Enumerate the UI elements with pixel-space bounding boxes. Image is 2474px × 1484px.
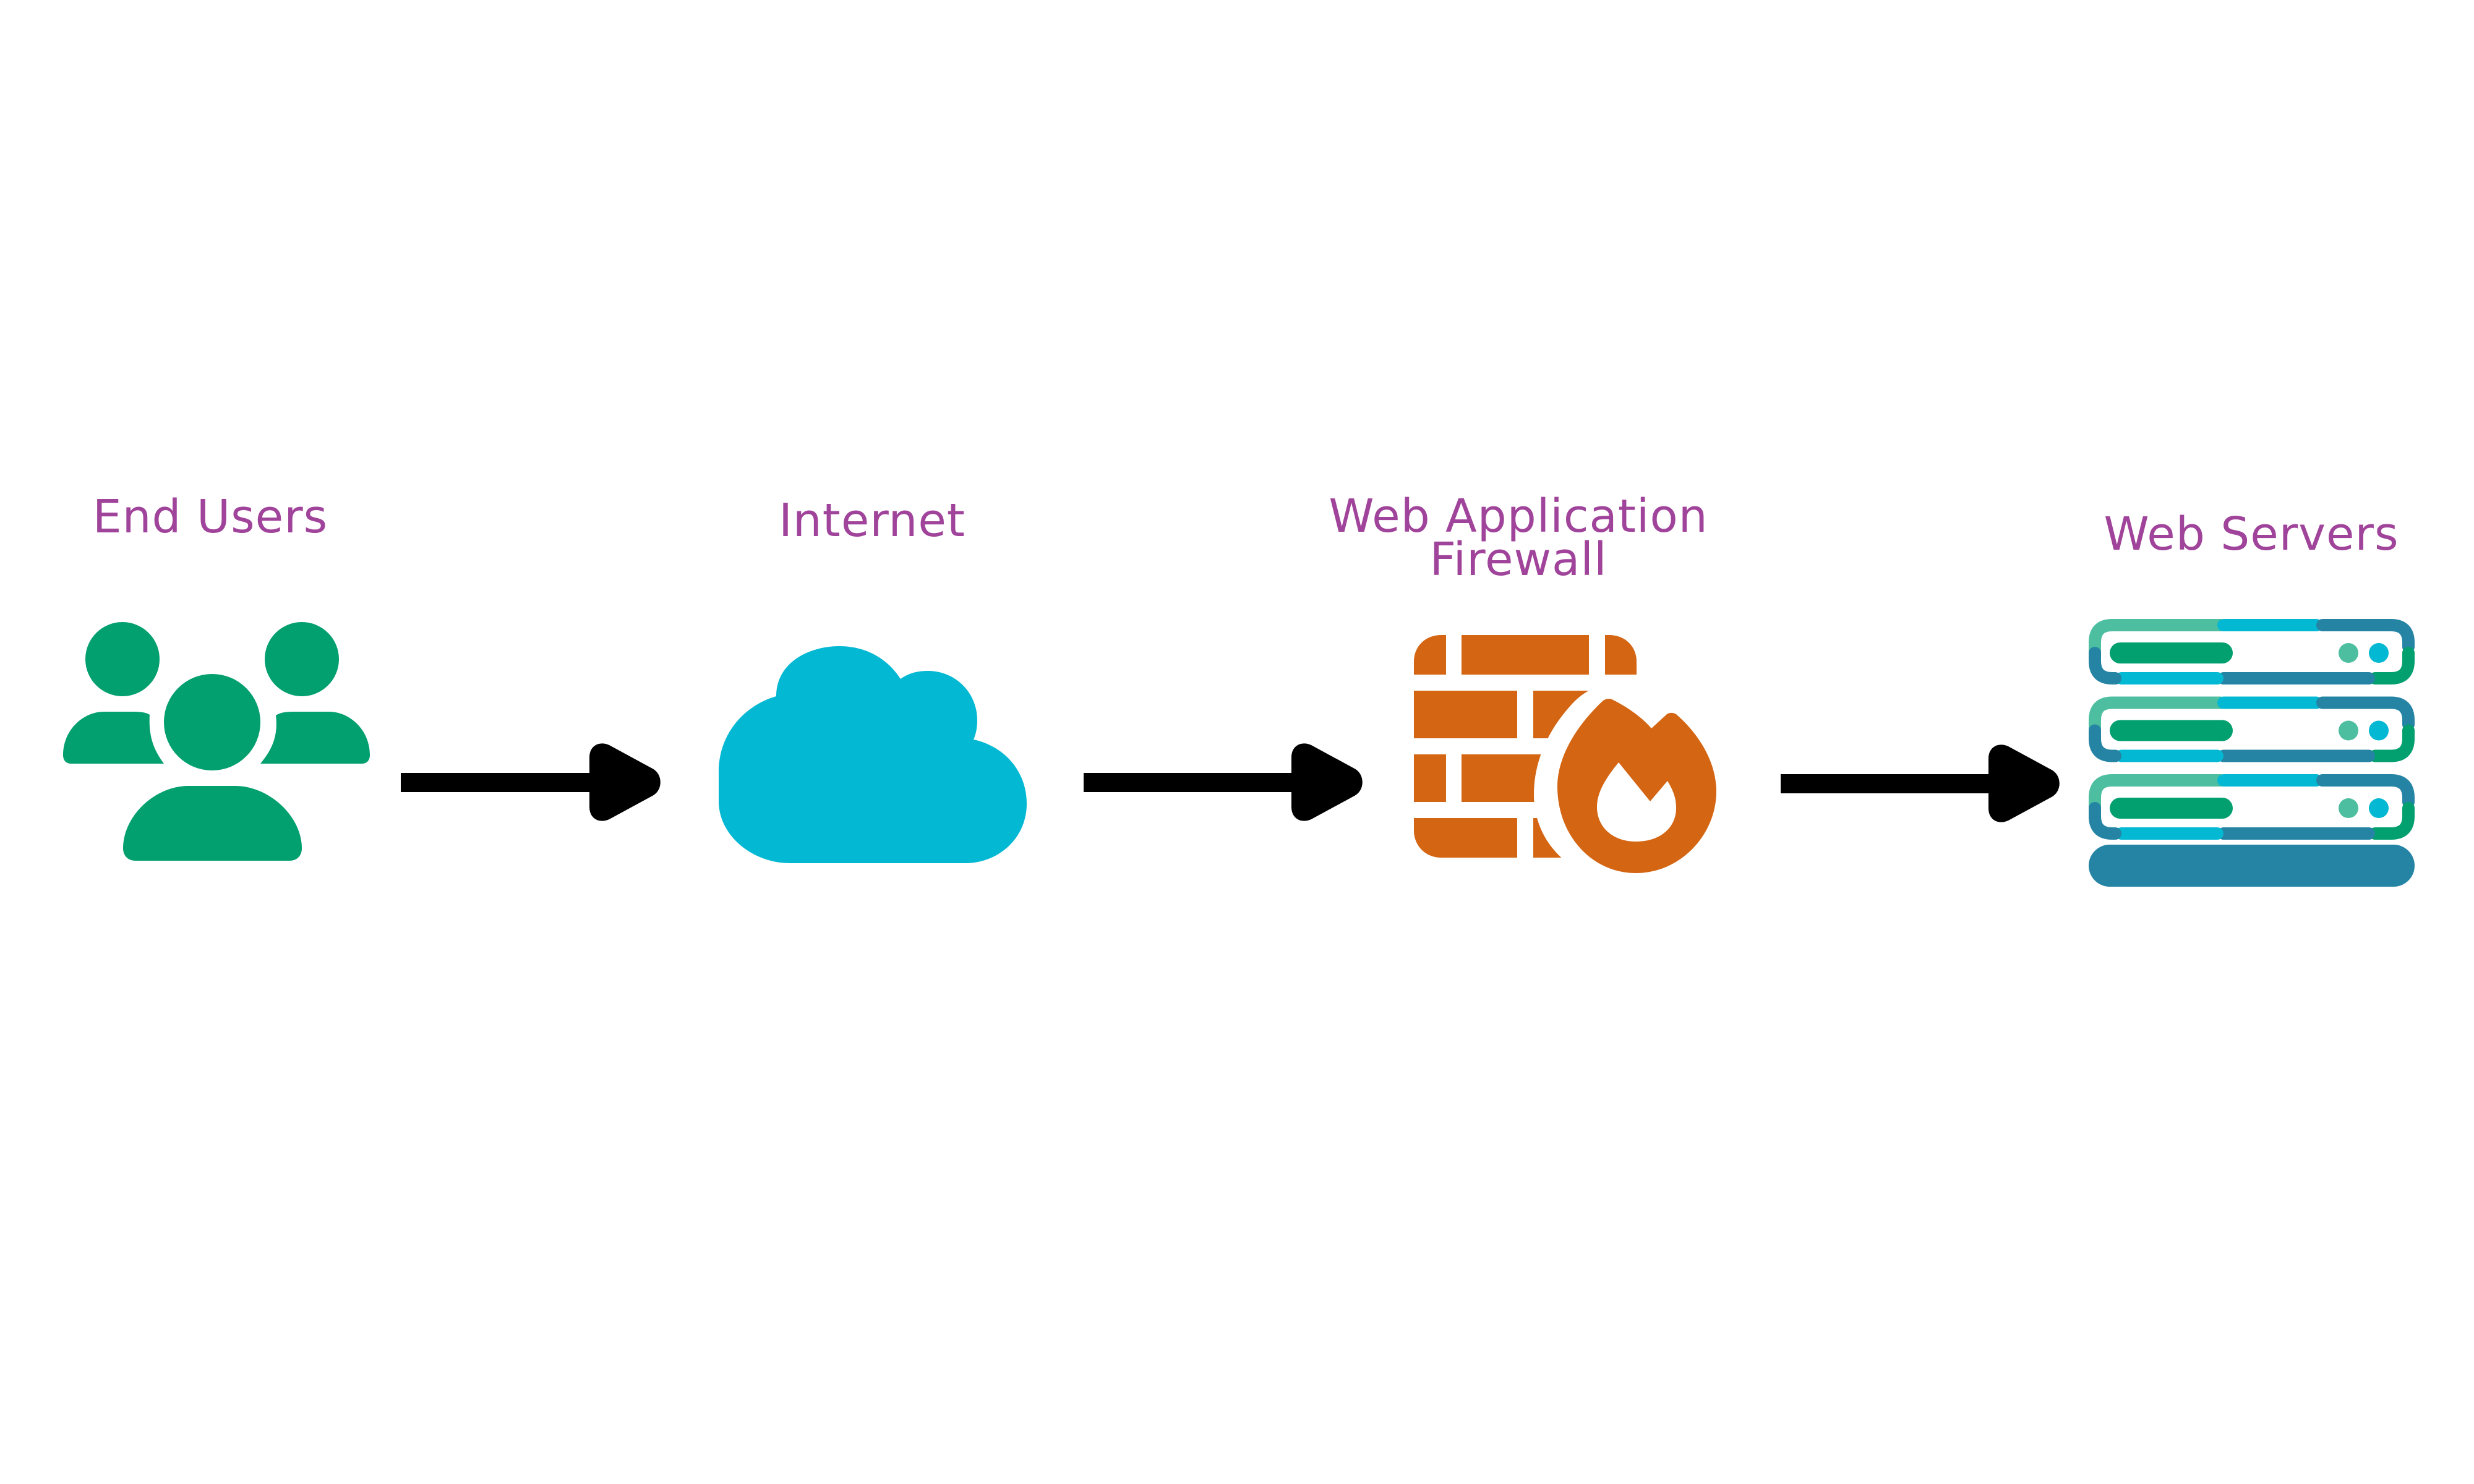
arrow-internet-to-waf — [1079, 739, 1370, 825]
left-user-body — [63, 712, 164, 764]
arrow-waf-to-servers — [1776, 740, 2067, 827]
server-frame-segment — [2089, 774, 2227, 813]
server-frame-segment — [2316, 696, 2415, 731]
server-frame-segment — [2369, 724, 2415, 762]
users-icon — [56, 618, 377, 878]
server-drive-bar — [2110, 642, 2233, 663]
server-status-light — [2369, 798, 2389, 818]
server-status-light — [2369, 720, 2389, 741]
server-drive-bar — [2110, 798, 2233, 819]
end-users-label: End Users — [92, 490, 328, 544]
server-stack-icon — [2084, 615, 2421, 890]
server-frame-segment — [2089, 647, 2121, 684]
server-drive-bar — [2110, 720, 2233, 741]
server-unit — [2089, 619, 2415, 684]
right-user-body — [260, 712, 370, 764]
server-frame-segment — [2369, 802, 2415, 840]
waf-label-line-2: Firewall — [1429, 533, 1607, 586]
server-frame-segment — [2089, 696, 2227, 736]
arrow-head — [589, 743, 661, 821]
arrow-shaft — [401, 773, 611, 792]
waf-label: Web Application Firewall — [1317, 490, 1719, 586]
waf-label-line-1: Web Application — [1329, 490, 1708, 543]
internet-label: Internet — [779, 494, 965, 547]
arrow-shaft — [1084, 773, 1300, 792]
cloud-icon — [717, 643, 1030, 866]
server-frame-segment — [2089, 619, 2227, 658]
left-user-head — [85, 622, 160, 696]
server-status-light — [2339, 798, 2358, 818]
arrow-shaft — [1781, 774, 1997, 793]
center-user-body — [123, 786, 302, 861]
server-unit — [2089, 774, 2415, 840]
web-servers-label: Web Servers — [2104, 508, 2399, 561]
arrow-users-to-internet — [396, 739, 668, 825]
server-frame-segment — [2089, 724, 2121, 762]
center-user-head — [164, 674, 260, 770]
server-unit — [2089, 696, 2415, 762]
right-user-head — [265, 622, 339, 696]
server-frame-segment — [2316, 774, 2415, 808]
server-frame-segment — [2369, 647, 2415, 684]
arrow-head — [1291, 743, 1363, 821]
server-base — [2089, 845, 2415, 887]
server-frame-segment — [2316, 619, 2415, 653]
server-status-light — [2369, 643, 2389, 663]
server-status-light — [2339, 720, 2358, 741]
inner-flame — [1597, 762, 1676, 842]
server-frame-segment — [2089, 802, 2121, 840]
arrow-head — [1988, 744, 2060, 822]
firewall-icon — [1410, 631, 1732, 884]
server-status-light — [2339, 643, 2358, 663]
